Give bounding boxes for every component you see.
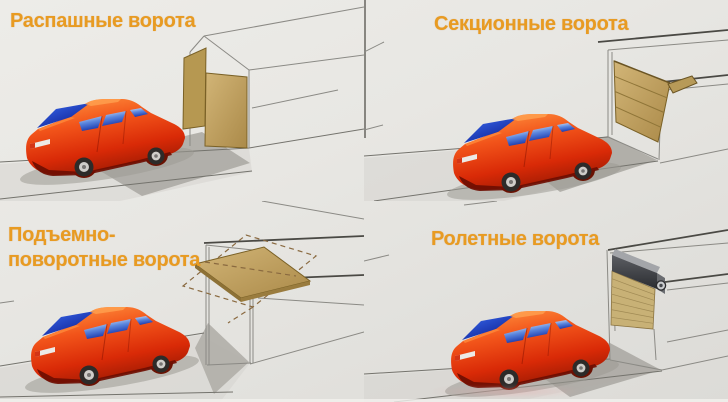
background-lines: [364, 201, 498, 262]
scan-artifact: [428, 385, 588, 398]
panel-title-line: поворотные ворота: [8, 249, 201, 271]
panel-title: Распашные ворота: [10, 9, 196, 34]
roller-shutter-slats: [611, 278, 655, 324]
car-illustration: [444, 113, 624, 201]
panel-title-line: Секционные ворота: [434, 13, 629, 35]
sectional-gate-curtain: [613, 60, 671, 143]
panel-title: Секционные ворота: [434, 12, 629, 37]
roller-gate-illustration: [364, 201, 728, 402]
panel-sectional-gate: Секционные ворота: [364, 0, 728, 201]
panel-title-line: Ролетные ворота: [431, 228, 600, 250]
swing-gate-right-leaf: [204, 72, 248, 149]
up-and-over-gate-illustration: [0, 201, 364, 402]
swing-gate-left-leaf: [182, 47, 207, 130]
panel-up-and-over-gate: Подъемно- поворотные ворота: [0, 201, 364, 402]
up-and-over-gate-panel: [193, 246, 312, 302]
panel-swing-gates: Распашные ворота: [0, 0, 364, 201]
garage-wireframe: [189, 6, 364, 148]
background-lines: [364, 41, 385, 131]
panel-title-line: Подъемно-: [8, 224, 116, 246]
swing-gates-illustration: [0, 6, 364, 201]
roller-box-front: [612, 255, 657, 289]
panel-title-line: Распашные ворота: [10, 10, 196, 32]
roller-shutter: [610, 249, 667, 330]
panel-title: Подъемно- поворотные ворота: [8, 223, 200, 273]
roller-box-top: [612, 249, 660, 273]
scan-edge: [0, 399, 728, 402]
sectional-gate-illustration: [364, 0, 728, 201]
sectional-gate-top-panel: [667, 75, 698, 94]
background-lines: [0, 201, 364, 304]
panel-title: Ролетные ворота: [431, 227, 599, 252]
swing-gate-doors: [182, 47, 248, 149]
swing-path-dashed-outline: [181, 234, 318, 324]
panel-roller-gate: Ролетные ворота: [364, 201, 728, 402]
sectional-gate-panels: [613, 60, 698, 143]
